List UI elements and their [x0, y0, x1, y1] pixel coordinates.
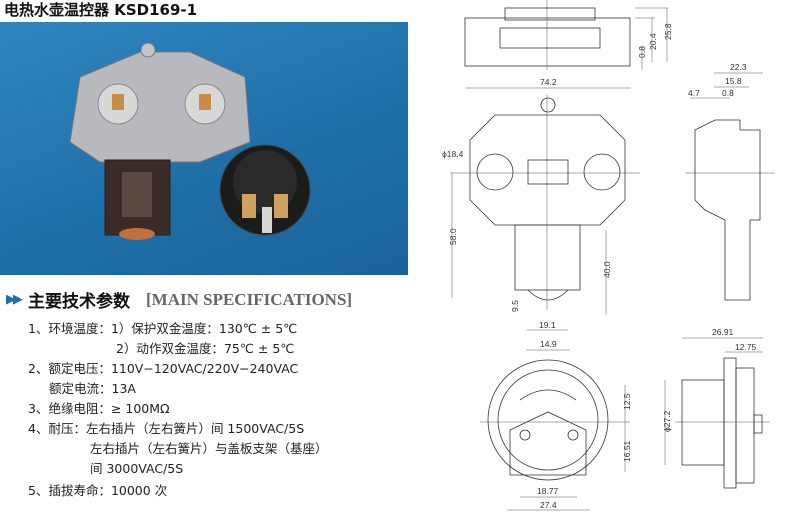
dim-label: 12.5	[622, 393, 632, 410]
spec-line: 5、插拔寿命：10000 次	[28, 483, 168, 498]
dim-label: 0.8	[722, 88, 734, 98]
dim-label: ϕ18.4	[442, 149, 464, 159]
thermostat-photo-illustration	[69, 42, 311, 240]
section-heading: ▶▶ 主要技术参数 [MAIN SPECIFICATIONS]	[6, 287, 353, 313]
dim-label: 18.77	[537, 486, 559, 496]
front-view-drawing: 74.2 ϕ18.4 58.0 40.0 9.5 19.1	[442, 77, 640, 331]
dim-label: 16.51	[622, 440, 632, 462]
spec-line: 1、环境温度：1）保护双金温度：130℃ ± 5℃	[28, 321, 298, 336]
connector-base-image	[219, 144, 311, 236]
dim-label: 0.8	[637, 46, 647, 58]
spec-line: 4、耐压：左右插片（左右簧片）间 1500VAC/5S	[28, 421, 305, 436]
top-view-drawing: 0.8 20.4 25.8	[464, 0, 673, 70]
spec-line: 2、额定电压：110V−120VAC/220V−240VAC	[28, 361, 299, 376]
technical-drawing: 0.8 20.4 25.8 74.2 ϕ18.4 58.0 40.0 9.5 1…	[442, 0, 775, 511]
dim-label: ϕ27.2	[662, 410, 672, 432]
dim-label: 27.4	[540, 500, 557, 510]
dim-label: 58.0	[448, 228, 458, 245]
section-title-en: [MAIN SPECIFICATIONS]	[146, 289, 353, 309]
dim-label: 74.2	[540, 77, 557, 87]
spec-line: 额定电流：13A	[49, 381, 136, 396]
spec-line: 2）动作双金温度：75℃ ± 5℃	[116, 341, 295, 356]
spec-line: 间 3000VAC/5S	[90, 461, 184, 476]
dim-label: 14.9	[540, 339, 557, 349]
page-title: 电热水壶温控器 KSD169-1	[4, 1, 198, 19]
dim-label: 25.8	[663, 23, 673, 40]
thermostat-body-image	[69, 42, 251, 240]
dim-label: 20.4	[648, 33, 658, 50]
dim-label: 15.8	[725, 76, 742, 86]
dim-label: 12.75	[735, 342, 757, 352]
dim-label: 26.91	[712, 327, 734, 337]
dim-label: 40.0	[602, 261, 612, 278]
spec-line: 3、绝缘电阻：≥ 100MΩ	[28, 401, 170, 416]
section-title-zh: 主要技术参数	[28, 292, 130, 312]
spec-line: 左右插片（左右簧片）与盖板支架（基座）	[90, 441, 328, 456]
double-arrow-icon: ▶▶	[6, 292, 23, 307]
dim-label: 19.1	[539, 320, 556, 330]
dim-label: 9.5	[510, 300, 520, 312]
product-photo	[0, 22, 408, 275]
bottom-view-drawing: 14.9 12.5 16.51 18.77 27.4	[480, 339, 632, 511]
side-view-drawing: 22.3 15.8 4.7 0.8	[685, 62, 775, 301]
side-profile-drawing: 26.91 12.75 ϕ27.2	[662, 327, 770, 489]
dim-label: 22.3	[730, 62, 747, 72]
dim-label: 4.7	[688, 88, 700, 98]
